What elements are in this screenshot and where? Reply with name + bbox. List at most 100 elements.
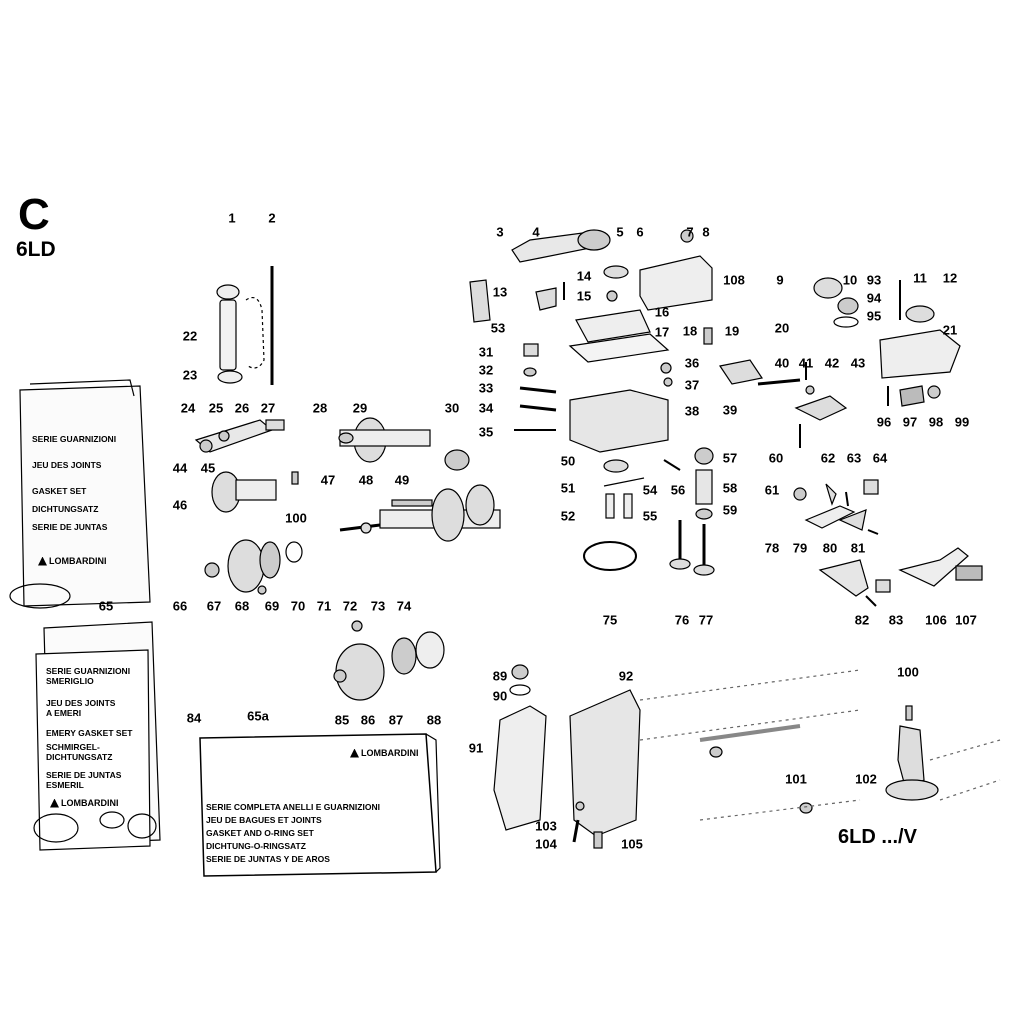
callout-label: 103 bbox=[535, 818, 557, 834]
kit-line: SCHMIRGEL- bbox=[46, 742, 100, 752]
kit-line: JEU DES JOINTS bbox=[32, 460, 102, 470]
callout-label: 98 bbox=[928, 414, 944, 430]
brand-triangle-icon bbox=[350, 748, 359, 758]
callout-label: 32 bbox=[478, 362, 494, 378]
callout-label: 7 bbox=[686, 224, 694, 240]
callout-label: 55 bbox=[642, 508, 658, 524]
brand-triangle-icon bbox=[50, 798, 59, 808]
model-label: 6LD bbox=[16, 238, 56, 261]
kit-line: DICHTUNGSATZ bbox=[46, 752, 113, 762]
part-rocker-group bbox=[194, 419, 299, 513]
callout-label: 29 bbox=[352, 400, 368, 416]
callout-label: 45 bbox=[200, 460, 216, 476]
callout-label: 31 bbox=[478, 344, 494, 360]
section-letter: C bbox=[18, 190, 50, 239]
callout-label: 10 bbox=[842, 272, 858, 288]
callout-label: 34 bbox=[478, 400, 494, 416]
callout-label: 76 bbox=[674, 612, 690, 628]
callout-label: 79 bbox=[792, 540, 808, 556]
kit-line: SERIE GUARNIZIONI bbox=[32, 434, 117, 444]
callout-label: 106 bbox=[925, 612, 947, 628]
callout-label: 16 bbox=[654, 304, 670, 320]
callout-label: 93 bbox=[866, 272, 882, 288]
kit-line: GASKET SET bbox=[32, 486, 87, 496]
callout-label: 72 bbox=[342, 598, 358, 614]
callout-label: 91 bbox=[468, 740, 484, 756]
callout-label: 83 bbox=[888, 612, 904, 628]
callout-label: 57 bbox=[722, 450, 738, 466]
brand-logo: LOMBARDINI bbox=[50, 798, 119, 808]
callout-label: 88 bbox=[426, 712, 442, 728]
kit-line: SMERIGLIO bbox=[46, 676, 94, 686]
callout-label: 63 bbox=[846, 450, 862, 466]
callout-label: 53 bbox=[490, 320, 506, 336]
callout-label: 81 bbox=[850, 540, 866, 556]
kit-line: JEU DE BAGUES ET JOINTS bbox=[206, 815, 322, 825]
callout-label: 75 bbox=[602, 612, 618, 628]
part-tappet-group bbox=[216, 266, 274, 385]
callout-label: 52 bbox=[560, 508, 576, 524]
brand-name: LOMBARDINI bbox=[361, 748, 419, 758]
callout-label: 71 bbox=[316, 598, 332, 614]
callout-label: 65a bbox=[247, 708, 269, 724]
kit-line: JEU DES JOINTS bbox=[46, 698, 116, 708]
callout-label: 100 bbox=[285, 510, 307, 526]
callout-label: 1 bbox=[228, 210, 236, 226]
callout-label: 23 bbox=[182, 367, 198, 383]
brand-triangle-icon bbox=[38, 556, 47, 566]
callout-label: 102 bbox=[855, 771, 877, 787]
callout-label: 90 bbox=[492, 688, 508, 704]
callout-label: 21 bbox=[942, 322, 958, 338]
callout-label: 89 bbox=[492, 668, 508, 684]
kit-line: DICHTUNG-O-RINGSATZ bbox=[206, 841, 306, 851]
callout-label: 80 bbox=[822, 540, 838, 556]
brand-logo: LOMBARDINI bbox=[38, 556, 107, 566]
callout-label: 30 bbox=[444, 400, 460, 416]
callout-label: 77 bbox=[698, 612, 714, 628]
brand-name: LOMBARDINI bbox=[61, 798, 119, 808]
callout-label: 61 bbox=[764, 482, 780, 498]
callout-label: 19 bbox=[724, 323, 740, 339]
callout-label: 70 bbox=[290, 598, 306, 614]
kit-line: EMERY GASKET SET bbox=[46, 728, 133, 738]
callout-label: 62 bbox=[820, 450, 836, 466]
kit-line: SERIE DE JUNTAS Y DE AROS bbox=[206, 854, 330, 864]
callout-label: 15 bbox=[576, 288, 592, 304]
callout-label: 38 bbox=[684, 403, 700, 419]
callout-label: 37 bbox=[684, 377, 700, 393]
part-valve-train bbox=[583, 447, 715, 576]
brand-logo: LOMBARDINI bbox=[350, 748, 419, 758]
callout-label: 24 bbox=[180, 400, 196, 416]
callout-label: 94 bbox=[866, 290, 882, 306]
callout-label: 44 bbox=[172, 460, 188, 476]
callout-label: 36 bbox=[684, 355, 700, 371]
kit-line: A EMERI bbox=[46, 708, 82, 718]
callout-label: 58 bbox=[722, 480, 738, 496]
callout-label: 100 bbox=[897, 664, 919, 680]
kit-boxes bbox=[9, 379, 441, 877]
callout-label: 8 bbox=[702, 224, 710, 240]
callout-label: 54 bbox=[642, 482, 658, 498]
callout-label: 42 bbox=[824, 355, 840, 371]
brand-name: LOMBARDINI bbox=[49, 556, 107, 566]
callout-label: 68 bbox=[234, 598, 250, 614]
kit-84-text: SERIE GUARNIZIONI SMERIGLIO JEU DES JOIN… bbox=[46, 666, 146, 816]
part-head-top bbox=[469, 229, 713, 453]
callout-label: 14 bbox=[576, 268, 592, 284]
part-timing-gear bbox=[333, 620, 445, 701]
callout-label: 66 bbox=[172, 598, 188, 614]
callout-label: 6 bbox=[636, 224, 644, 240]
callout-label: 3 bbox=[496, 224, 504, 240]
kit-line: SERIE COMPLETA ANELLI E GUARNIZIONI bbox=[206, 802, 380, 812]
callout-label: 35 bbox=[478, 424, 494, 440]
callout-label: 59 bbox=[722, 502, 738, 518]
callout-label: 39 bbox=[722, 402, 738, 418]
callout-label: 96 bbox=[876, 414, 892, 430]
callout-label: 40 bbox=[774, 355, 790, 371]
kit-line: SERIE DE JUNTAS bbox=[32, 522, 108, 532]
callout-label: 82 bbox=[854, 612, 870, 628]
callout-label: 26 bbox=[234, 400, 250, 416]
callout-label: 50 bbox=[560, 453, 576, 469]
callout-label: 65 bbox=[98, 598, 114, 614]
callout-label: 92 bbox=[618, 668, 634, 684]
